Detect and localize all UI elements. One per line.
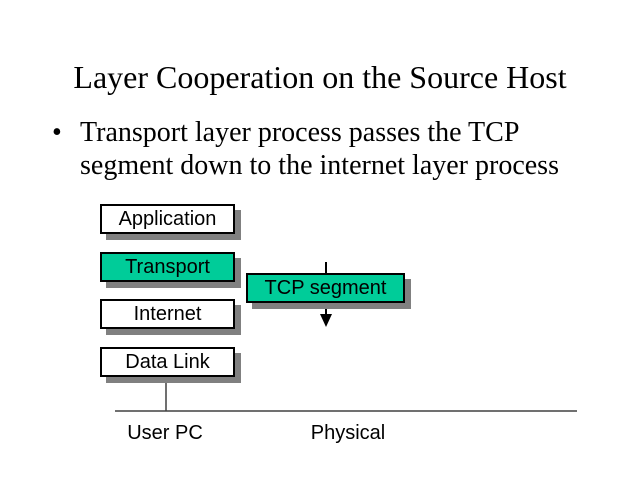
bullet-text: Transport layer process passes the TCP s… (80, 116, 600, 182)
layer-box-application: Application (100, 204, 235, 234)
bullet-marker: • (52, 117, 62, 148)
bullet-line: segment down to the internet layer proce… (80, 150, 559, 181)
baseline-label-physical: Physical (310, 422, 386, 444)
down-arrow-icon (320, 314, 332, 327)
layer-box-transport: Transport (100, 252, 235, 282)
layer-box-data-link: Data Link (100, 347, 235, 377)
baseline-label-user-pc: User PC (127, 422, 203, 444)
layer-box-internet: Internet (100, 299, 235, 329)
tcp-segment-box: TCP segment (246, 273, 405, 303)
slide-title: Layer Cooperation on the Source Host (73, 59, 567, 95)
bullet-line: Transport layer process passes the TCP (80, 117, 520, 148)
